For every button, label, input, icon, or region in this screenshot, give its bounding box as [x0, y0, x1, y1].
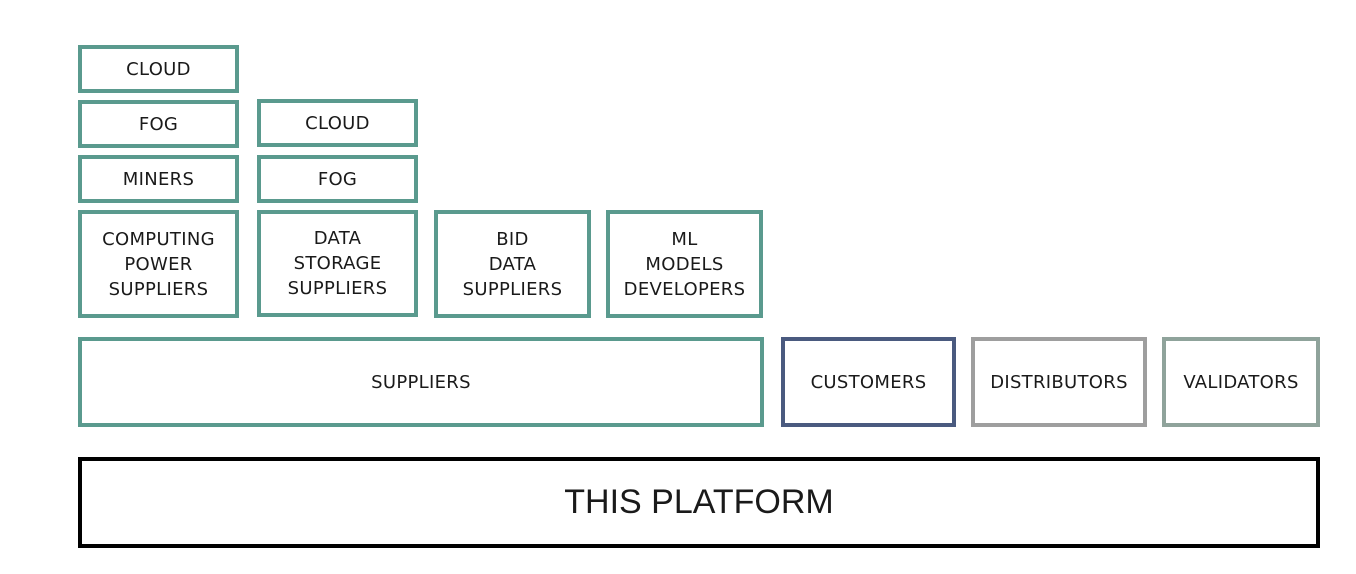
ml-models-developers-label: ML MODELS DEVELOPERS [623, 228, 746, 300]
computing-miners-box: MINERS [78, 155, 239, 203]
bid-data-suppliers-label: BID DATA SUPPLIERS [462, 228, 563, 300]
validators-label: VALIDATORS [1183, 371, 1299, 393]
customers-box: CUSTOMERS [781, 337, 956, 427]
storage-cloud-label: CLOUD [305, 112, 370, 134]
computing-fog-label: FOG [138, 113, 179, 135]
computing-cloud-box: CLOUD [78, 45, 239, 93]
computing-miners-label: MINERS [122, 168, 195, 190]
customers-label: CUSTOMERS [810, 371, 927, 393]
computing-power-suppliers-box: COMPUTING POWER SUPPLIERS [78, 210, 239, 318]
computing-cloud-label: CLOUD [126, 58, 191, 80]
bid-data-suppliers-box: BID DATA SUPPLIERS [434, 210, 591, 318]
storage-fog-box: FOG [257, 155, 418, 203]
platform-box: THIS PLATFORM [78, 457, 1320, 548]
validators-box: VALIDATORS [1162, 337, 1320, 427]
storage-cloud-box: CLOUD [257, 99, 418, 147]
data-storage-suppliers-box: DATA STORAGE SUPPLIERS [257, 210, 418, 317]
computing-fog-box: FOG [78, 100, 239, 148]
storage-fog-label: FOG [317, 168, 358, 190]
ml-models-developers-box: ML MODELS DEVELOPERS [606, 210, 763, 318]
distributors-label: DISTRIBUTORS [990, 371, 1128, 393]
data-storage-suppliers-label: DATA STORAGE SUPPLIERS [287, 228, 388, 299]
platform-label: THIS PLATFORM [564, 483, 834, 521]
computing-power-suppliers-label: COMPUTING POWER SUPPLIERS [102, 228, 215, 300]
suppliers-box: SUPPLIERS [78, 337, 764, 427]
suppliers-label: SUPPLIERS [371, 371, 471, 393]
distributors-box: DISTRIBUTORS [971, 337, 1147, 427]
